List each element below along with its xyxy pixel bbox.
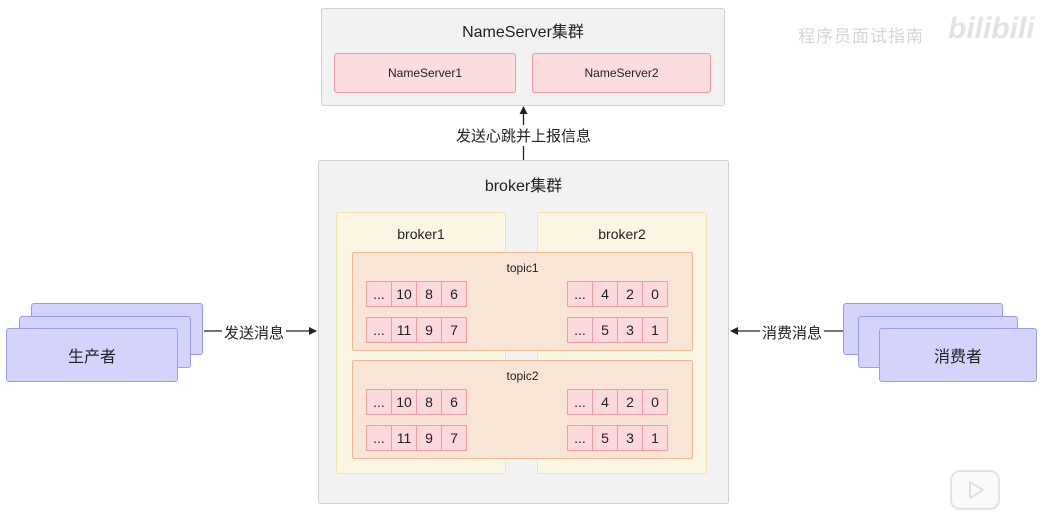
queue-row: ... 4 2 0 <box>567 389 668 415</box>
topic-1: topic1 ... 10 8 6 ... 11 9 7 ... 4 2 0 .… <box>352 252 693 351</box>
queue-cell: 11 <box>391 317 417 343</box>
queue-row: ... 10 8 6 <box>366 281 467 307</box>
queue-row: ... 10 8 6 <box>366 389 467 415</box>
nameserver-node-1: NameServer1 <box>334 53 516 93</box>
nameserver-cluster: NameServer集群 NameServer1 NameServer2 <box>321 8 725 106</box>
queue-cell: 2 <box>617 281 643 307</box>
queue-cell: 0 <box>642 389 668 415</box>
queue-cell: 11 <box>391 425 417 451</box>
queue-cell: 7 <box>441 317 467 343</box>
queue-cell: 4 <box>592 281 618 307</box>
consumer-edge-label: 消费消息 <box>760 322 825 343</box>
topic-1-title: topic1 <box>506 261 539 275</box>
queue-cell: ... <box>366 317 392 343</box>
producer-edge-label: 发送消息 <box>222 322 287 343</box>
queue-cell: 3 <box>617 425 643 451</box>
queue-cell: 8 <box>416 281 442 307</box>
queue-cell: ... <box>567 425 593 451</box>
queue-cell: ... <box>567 317 593 343</box>
topic-2-title: topic2 <box>506 369 539 383</box>
broker-1-title: broker1 <box>397 226 445 242</box>
queue-cell: ... <box>366 425 392 451</box>
heartbeat-label: 发送心跳并上报信息 <box>454 125 594 146</box>
queue-cell: 6 <box>441 281 467 307</box>
queue-cell: 7 <box>441 425 467 451</box>
queue-cell: ... <box>567 281 593 307</box>
queue-cell: 6 <box>441 389 467 415</box>
queue-cell: 1 <box>642 425 668 451</box>
consumer-card: 消费者 <box>879 328 1037 382</box>
queue-cell: 4 <box>592 389 618 415</box>
play-button[interactable] <box>950 470 1000 510</box>
queue-cell: 9 <box>416 317 442 343</box>
queue-cell: 2 <box>617 389 643 415</box>
queue-row: ... 5 3 1 <box>567 425 668 451</box>
topic-2: topic2 ... 10 8 6 ... 11 9 7 ... 4 2 0 .… <box>352 360 693 459</box>
queue-row: ... 4 2 0 <box>567 281 668 307</box>
queue-cell: 0 <box>642 281 668 307</box>
watermark-text: 程序员面试指南 <box>798 27 924 46</box>
broker-cluster-title: broker集群 <box>484 178 563 195</box>
queue-row: ... 5 3 1 <box>567 317 668 343</box>
queue-row: ... 11 9 7 <box>366 317 467 343</box>
nameserver-node-2: NameServer2 <box>532 53 711 93</box>
queue-cell: 5 <box>592 425 618 451</box>
queue-cell: 3 <box>617 317 643 343</box>
queue-cell: 9 <box>416 425 442 451</box>
queue-cell: 5 <box>592 317 618 343</box>
watermark-logo: bilibili <box>948 12 1035 45</box>
queue-cell: ... <box>366 389 392 415</box>
play-icon <box>969 481 984 499</box>
queue-row: ... 11 9 7 <box>366 425 467 451</box>
producer-card: 生产者 <box>6 328 178 382</box>
queue-cell: 8 <box>416 389 442 415</box>
queue-cell: ... <box>567 389 593 415</box>
queue-cell: 10 <box>391 389 417 415</box>
nameserver-cluster-title: NameServer集群 <box>462 24 584 41</box>
queue-cell: 10 <box>391 281 417 307</box>
queue-cell: 1 <box>642 317 668 343</box>
broker-2-title: broker2 <box>598 226 646 242</box>
queue-cell: ... <box>366 281 392 307</box>
